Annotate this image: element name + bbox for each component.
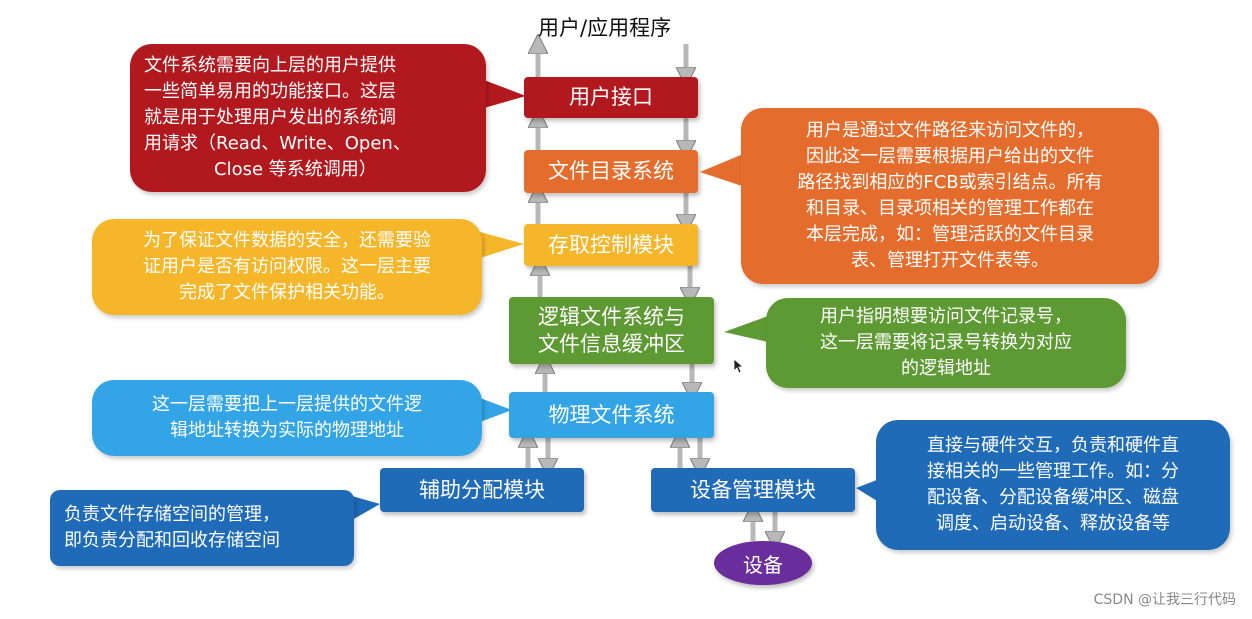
layer-aux-alloc: 辅助分配模块 xyxy=(380,468,584,512)
layer-directory-system: 文件目录系统 xyxy=(524,150,698,193)
note-line: Close 等系统调用） xyxy=(214,159,377,181)
note-access-control: 为了保证文件数据的安全，还需要验 证用户是否有访问权限。这一层主要 完成了文件保… xyxy=(92,219,482,315)
note-aux-alloc: 负责文件存储空间的管理， 即负责分配和回收存储空间 xyxy=(50,490,354,566)
layer-label-line2: 文件信息缓冲区 xyxy=(538,331,685,356)
note-line: 用请求（Read、Write、Open、 xyxy=(144,133,411,155)
note-device-mgmt: 直接与硬件交互，负责和硬件直 接相关的一些管理工作。如：分 配设备、分配设备缓冲… xyxy=(876,420,1230,550)
bubble-tail-yellow xyxy=(480,232,524,258)
layer-label: 辅助分配模块 xyxy=(419,477,545,502)
note-physical-fs: 这一层需要把上一层提供的文件逻 辑地址转换为实际的物理地址 xyxy=(92,380,482,456)
note-line: 辑地址转换为实际的物理地址 xyxy=(170,420,404,441)
note-line: 完成了文件保护相关功能。 xyxy=(179,282,395,304)
note-line: 路径找到相应的FCB或索引结点。所有 xyxy=(797,171,1103,193)
note-line: 和目录、目录项相关的管理工作都在 xyxy=(806,198,1094,219)
note-line: 配设备、分配设备缓冲区、磁盘 xyxy=(927,487,1179,508)
bubble-tail-red xyxy=(484,80,526,108)
layer-label-line1: 逻辑文件系统与 xyxy=(538,305,685,330)
note-user-interface: 文件系统需要向上层的用户提供 一些简单易用的功能接口。这层 就是用于处理用户发出… xyxy=(130,44,486,192)
note-line: 用户是通过文件路径来访问文件的， xyxy=(806,119,1094,141)
note-directory-system: 用户是通过文件路径来访问文件的， 因此这一层需要根据用户给出的文件 路径找到相应… xyxy=(741,108,1159,284)
bubble-tail-green xyxy=(724,316,768,342)
note-line: 这一层需要将记录号转换为对应 xyxy=(820,331,1072,353)
note-line: 证用户是否有访问权限。这一层主要 xyxy=(143,255,431,277)
note-line: 调度、启动设备、释放设备等 xyxy=(936,513,1170,535)
watermark: CSDN @让我三行代码 xyxy=(1093,592,1236,608)
device-label: 设备 xyxy=(743,552,783,577)
user-app-label: 用户/应用程序 xyxy=(538,16,672,40)
layer-label: 用户接口 xyxy=(569,85,653,110)
note-line: 用户指明想要访问文件记录号， xyxy=(820,305,1072,327)
layer-label: 物理文件系统 xyxy=(548,402,675,427)
layer-user-interface: 用户接口 xyxy=(524,77,698,118)
note-line: 为了保证文件数据的安全，还需要验 xyxy=(143,229,431,251)
note-line: 因此这一层需要根据用户给出的文件 xyxy=(806,145,1094,167)
note-line: 一些简单易用的功能接口。这层 xyxy=(144,80,396,102)
layer-label: 存取控制模块 xyxy=(548,232,674,257)
note-line: 就是用于处理用户发出的系统调 xyxy=(144,106,396,128)
note-line: 的逻辑地址 xyxy=(901,358,991,380)
note-line: 表、管理打开文件表等。 xyxy=(851,250,1049,272)
bubble-tail-orange xyxy=(700,152,748,188)
bubble-tail-lightblue xyxy=(480,398,512,422)
layer-physical-fs: 物理文件系统 xyxy=(509,392,714,438)
layer-device-mgmt: 设备管理模块 xyxy=(651,468,855,512)
note-logical-fs: 用户指明想要访问文件记录号， 这一层需要将记录号转换为对应 的逻辑地址 xyxy=(766,298,1126,388)
note-line: 文件系统需要向上层的用户提供 xyxy=(144,54,396,76)
note-line: 负责文件存储空间的管理， xyxy=(64,503,280,525)
layer-label: 文件目录系统 xyxy=(548,159,674,184)
note-line: 即负责分配和回收存储空间 xyxy=(64,530,280,551)
mouse-cursor-icon xyxy=(733,358,743,374)
note-line: 本层完成，如：管理活跃的文件目录 xyxy=(806,224,1094,246)
layer-logical-fs: 逻辑文件系统与 文件信息缓冲区 xyxy=(509,297,714,364)
note-line: 这一层需要把上一层提供的文件逻 xyxy=(152,393,422,415)
layer-label: 设备管理模块 xyxy=(690,477,816,502)
layer-access-control: 存取控制模块 xyxy=(524,224,698,266)
bubble-tail-darkblue-right xyxy=(856,478,882,504)
device-ellipse: 设备 xyxy=(714,541,812,585)
bubble-tail-darkblue-left xyxy=(352,496,380,520)
note-line: 直接与硬件交互，负责和硬件直 xyxy=(927,434,1179,456)
note-line: 接相关的一些管理工作。如：分 xyxy=(927,460,1179,482)
